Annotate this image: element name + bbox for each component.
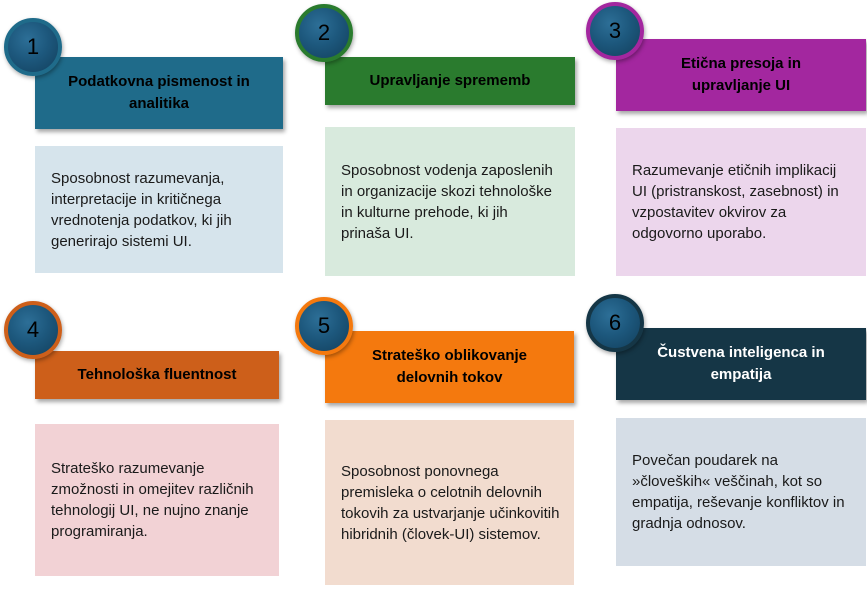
card-1-text: Sposobnost razumevanja, interpretacije i… bbox=[51, 169, 232, 250]
card-5-number-badge: 5 bbox=[295, 297, 353, 355]
card-3-number-badge: 3 bbox=[586, 2, 644, 60]
card-4-body: Strateško razumevanje zmožnosti in omeji… bbox=[35, 424, 279, 576]
card-2-header: Upravljanje sprememb bbox=[325, 57, 575, 105]
card-4-title: Tehnološka fluentnost bbox=[77, 366, 237, 383]
card-3-number: 3 bbox=[608, 18, 622, 43]
card-3-text: Razumevanje etičnih implikacij UI (prist… bbox=[632, 162, 839, 242]
card-5-number: 5 bbox=[317, 313, 331, 338]
card-6-title: Čustvena inteligenca in empatija bbox=[657, 344, 825, 383]
card-1-header: Podatkovna pismenost in analitika bbox=[35, 57, 283, 129]
card-5-title: Strateško oblikovanje delovnih tokov bbox=[371, 347, 528, 386]
card-1-number: 1 bbox=[26, 34, 40, 59]
card-6-text: Povečan poudarek na »človeških« veščinah… bbox=[632, 452, 845, 532]
card-2-text: Sposobnost vodenja zaposlenih in organiz… bbox=[341, 161, 553, 242]
card-2-body: Sposobnost vodenja zaposlenih in organiz… bbox=[325, 127, 575, 276]
card-4-header: Tehnološka fluentnost bbox=[35, 351, 279, 399]
card-5-body: Sposobnost ponovnega premisleka o celotn… bbox=[325, 420, 574, 585]
card-2-number-badge: 2 bbox=[295, 4, 353, 62]
card-6-number: 6 bbox=[608, 310, 622, 335]
card-1-title: Podatkovna pismenost in analitika bbox=[68, 73, 250, 112]
card-6-body: Povečan poudarek na »človeških« veščinah… bbox=[616, 418, 866, 566]
card-6-number-badge: 6 bbox=[586, 294, 644, 352]
card-5-text: Sposobnost ponovnega premisleka o celotn… bbox=[341, 462, 560, 543]
card-4-number-badge: 4 bbox=[4, 301, 62, 359]
card-4-number: 4 bbox=[26, 317, 40, 342]
card-2-number: 2 bbox=[317, 20, 331, 45]
card-1-number-badge: 1 bbox=[4, 18, 62, 76]
card-3-body: Razumevanje etičnih implikacij UI (prist… bbox=[616, 128, 866, 276]
card-1-body: Sposobnost razumevanja, interpretacije i… bbox=[35, 146, 283, 273]
card-3-title: Etična presoja in upravljanje UI bbox=[680, 55, 802, 94]
card-4-text: Strateško razumevanje zmožnosti in omeji… bbox=[51, 460, 254, 540]
card-6-header: Čustvena inteligenca in empatija bbox=[616, 328, 866, 400]
card-3-header: Etična presoja in upravljanje UI bbox=[616, 39, 866, 111]
card-2-title: Upravljanje sprememb bbox=[369, 72, 531, 89]
card-5-header: Strateško oblikovanje delovnih tokov bbox=[325, 331, 574, 403]
